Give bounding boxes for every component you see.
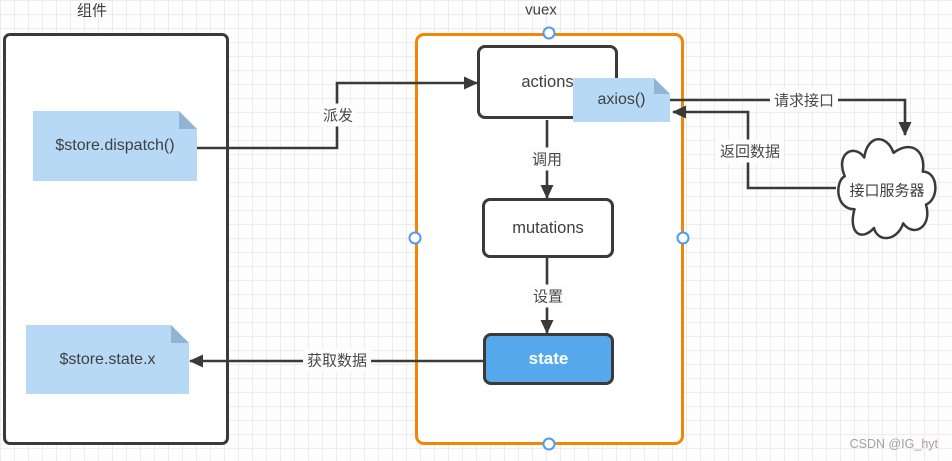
component-title: 组件 xyxy=(76,2,108,20)
dispatch-note[interactable]: $store.dispatch() xyxy=(33,111,197,181)
note-paper xyxy=(26,325,189,394)
state-x-note[interactable]: $store.state.x xyxy=(26,325,189,394)
note-paper xyxy=(573,78,670,122)
state-x-note-label: $store.state.x xyxy=(59,350,156,368)
request-api-arrow-label: 请求接口 xyxy=(769,88,839,112)
server-cloud-label: 接口服务器 xyxy=(849,182,925,200)
mutations-label: mutations xyxy=(512,218,584,237)
note-fold-corner xyxy=(654,78,670,94)
state-label: state xyxy=(528,349,569,368)
note-paper xyxy=(33,111,197,181)
watermark: CSDN @IG_hyt xyxy=(849,437,938,451)
get-data-arrow-label: 获取数据 xyxy=(302,348,372,372)
axios-note[interactable]: axios() xyxy=(573,78,670,122)
note-fold-corner xyxy=(179,111,197,129)
invoke-arrow-label: 调用 xyxy=(527,147,567,171)
vuex-title: vuex xyxy=(525,1,557,19)
dispatch-arrow-label: 派发 xyxy=(318,103,358,127)
mutations-node[interactable]: mutations xyxy=(482,198,614,258)
set-arrow-label: 设置 xyxy=(528,284,568,308)
axios-note-label: axios() xyxy=(597,91,646,108)
state-node[interactable]: state xyxy=(483,333,614,385)
return-data-arrow-label: 返回数据 xyxy=(715,139,785,163)
dispatch-note-label: $store.dispatch() xyxy=(55,137,175,154)
note-fold-corner xyxy=(171,325,189,343)
actions-label: actions xyxy=(521,72,574,91)
